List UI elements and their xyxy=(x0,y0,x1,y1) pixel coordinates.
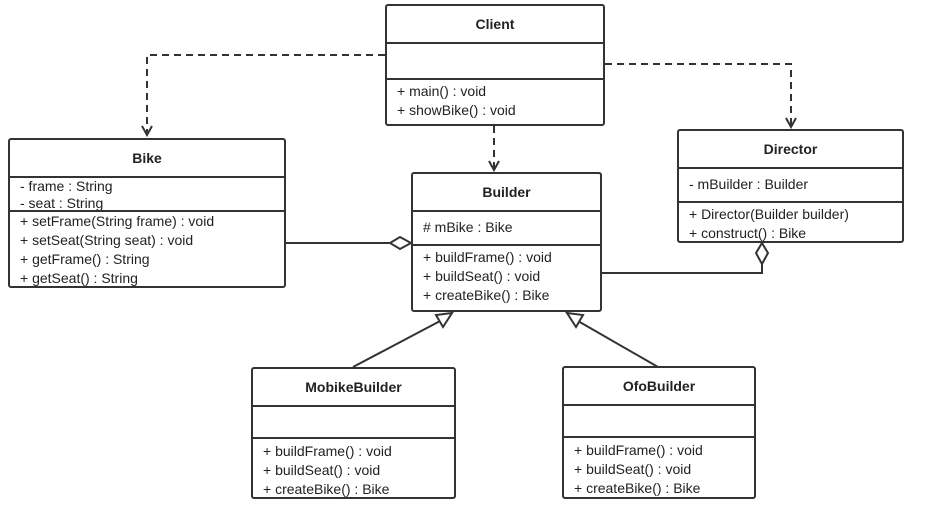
dependency-client-bike xyxy=(147,54,385,135)
attribute: - mBuilder : Builder xyxy=(689,176,809,192)
operation: + setFrame(String frame) : void xyxy=(20,213,215,229)
attributes-compartment: - mBuilder : Builder xyxy=(679,169,902,203)
operation: + setSeat(String seat) : void xyxy=(20,232,194,248)
attribute: - seat : String xyxy=(20,195,104,211)
aggregation-diamond-director xyxy=(754,241,770,267)
aggregation-diamond-builder xyxy=(388,235,414,251)
attributes-compartment xyxy=(564,406,754,438)
attributes-compartment: - frame : String - seat : String xyxy=(10,178,284,212)
generalization-mobike-line xyxy=(352,319,443,368)
operation: + getFrame() : String xyxy=(20,251,150,267)
attributes-compartment xyxy=(253,407,454,439)
operations-compartment: + buildFrame() : void + buildSeat() : vo… xyxy=(253,439,454,501)
class-name: Builder xyxy=(413,174,600,212)
operation: + createBike() : Bike xyxy=(263,481,390,497)
operation: + buildFrame() : void xyxy=(423,249,552,265)
class-name: Bike xyxy=(10,140,284,178)
class-name: Director xyxy=(679,131,902,169)
attributes-compartment: # mBike : Bike xyxy=(413,212,600,246)
operations-compartment: + buildFrame() : void + buildSeat() : vo… xyxy=(413,246,600,307)
generalization-triangle-mobike xyxy=(434,311,454,329)
generalization-ofo-line xyxy=(577,320,659,368)
operations-compartment: + setFrame(String frame) : void + setSea… xyxy=(10,212,284,290)
attributes-compartment xyxy=(387,44,603,80)
class-director[interactable]: Director - mBuilder : Builder + Director… xyxy=(677,129,904,243)
operation: + main() : void xyxy=(397,83,487,99)
operation: + buildFrame() : void xyxy=(574,442,703,458)
generalization-triangle-ofo xyxy=(565,311,585,329)
operation: + buildFrame() : void xyxy=(263,443,392,459)
operation: + construct() : Bike xyxy=(689,225,807,241)
operation: + getSeat() : String xyxy=(20,270,138,286)
operation: + buildSeat() : void xyxy=(423,268,541,284)
dependency-client-director xyxy=(605,63,791,127)
class-client[interactable]: Client + main() : void + showBike() : vo… xyxy=(385,4,605,126)
class-bike[interactable]: Bike - frame : String - seat : String + … xyxy=(8,138,286,288)
operation: + Director(Builder builder) xyxy=(689,206,849,222)
attribute: - frame : String xyxy=(20,178,113,194)
class-mobike-builder[interactable]: MobikeBuilder + buildFrame() : void + bu… xyxy=(251,367,456,499)
aggregation-director-builder-line xyxy=(602,264,763,274)
class-builder[interactable]: Builder # mBike : Bike + buildFrame() : … xyxy=(411,172,602,312)
operation: + createBike() : Bike xyxy=(574,480,701,496)
class-name: MobikeBuilder xyxy=(253,369,454,407)
class-ofo-builder[interactable]: OfoBuilder + buildFrame() : void + build… xyxy=(562,366,756,499)
operation: + showBike() : void xyxy=(397,102,516,118)
operations-compartment: + Director(Builder builder) + construct(… xyxy=(679,203,902,245)
operations-compartment: + buildFrame() : void + buildSeat() : vo… xyxy=(564,438,754,500)
attribute: # mBike : Bike xyxy=(423,219,513,235)
operations-compartment: + main() : void + showBike() : void xyxy=(387,80,603,122)
operation: + buildSeat() : void xyxy=(574,461,692,477)
class-name: OfoBuilder xyxy=(564,368,754,406)
operation: + createBike() : Bike xyxy=(423,287,550,303)
class-name: Client xyxy=(387,6,603,44)
operation: + buildSeat() : void xyxy=(263,462,381,478)
